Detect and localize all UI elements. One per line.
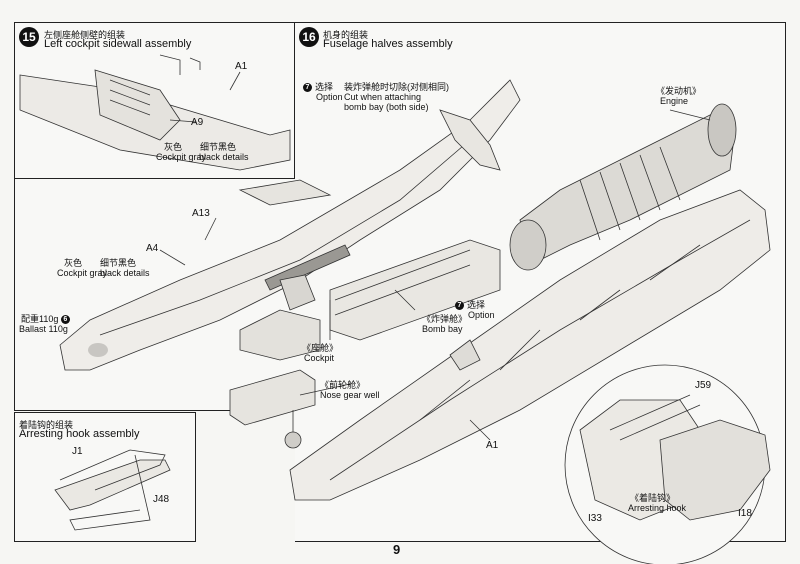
ballast-badge-icon: 6 <box>60 315 70 325</box>
step-16-title-cn: 机身的组装 <box>323 30 369 40</box>
option2-badge-icon: 7 <box>455 301 464 311</box>
option-en: Option <box>316 92 343 102</box>
paint-black-en-15: black details <box>199 152 249 162</box>
part-i33: I33 <box>588 513 602 524</box>
paint-black-en-16: black details <box>100 268 150 278</box>
paint-gray-cn-15: 灰色 <box>164 142 183 152</box>
part-j1: J1 <box>72 446 83 457</box>
paint-black-cn-16: 细节黑色 <box>100 258 137 268</box>
cut-note-cn: 装炸弹舱时切除(对侧相同) <box>344 82 449 92</box>
engine-cn: 《发动机》 <box>656 86 702 96</box>
arresting-hook-en: Arresting hook <box>628 503 687 513</box>
arresting-hook-cn: 《着陆钩》 <box>630 493 676 503</box>
paint-gray-en-16: Cockpit gray <box>57 268 108 278</box>
nose-gear-cn: 《前轮舱》 <box>320 380 366 390</box>
cockpit-en: Cockpit <box>304 353 335 363</box>
hook-title-cn: 着陆钩的组装 <box>19 420 74 430</box>
step-15-number: 15 <box>19 27 39 47</box>
part-j59: J59 <box>695 380 712 391</box>
part-j48: J48 <box>153 494 170 505</box>
ballast-cn-text: 配重110g <box>21 314 59 324</box>
option-cn: 选择 <box>315 82 334 92</box>
engine-en: Engine <box>660 96 689 106</box>
part-a9: A9 <box>191 117 204 128</box>
cockpit-cn: 《座舱》 <box>302 343 339 353</box>
paint-gray-en-15: Cockpit gray <box>156 152 207 162</box>
step-16-number: 16 <box>299 27 319 47</box>
step-15-title-en: Left cockpit sidewall assembly <box>44 38 192 50</box>
part-a1-step15: A1 <box>235 61 248 72</box>
paint-black-cn-15: 细节黑色 <box>200 142 237 152</box>
paint-gray-cn-16: 灰色 <box>64 258 83 268</box>
bomb-bay-en: Bomb bay <box>422 324 463 334</box>
option-badge-icon: 7 <box>303 83 312 93</box>
part-i18: I18 <box>738 508 752 519</box>
part-a4: A4 <box>146 243 159 254</box>
page-number: 9 <box>393 542 401 557</box>
option2-en: Option <box>468 310 495 320</box>
option2-cn: 选择 <box>467 300 486 310</box>
step-15-title-cn: 左侧座舱侧壁的组装 <box>44 30 126 40</box>
hook-title-en: Arresting hook assembly <box>19 428 140 440</box>
ballast-cn: 配重110g 6 <box>21 314 73 325</box>
nose-gear-en: Nose gear well <box>320 390 380 400</box>
bomb-bay-cn: 《炸弹舱》 <box>422 314 468 324</box>
cut-note-en-1: Cut when attaching <box>344 92 422 102</box>
cut-note-en-2: bomb bay (both side) <box>344 102 429 112</box>
step-16-title-en: Fuselage halves assembly <box>323 38 453 50</box>
part-a1-step16: A1 <box>486 440 499 451</box>
part-a13: A13 <box>192 208 210 219</box>
ballast-en: Ballast 110g <box>19 324 68 334</box>
